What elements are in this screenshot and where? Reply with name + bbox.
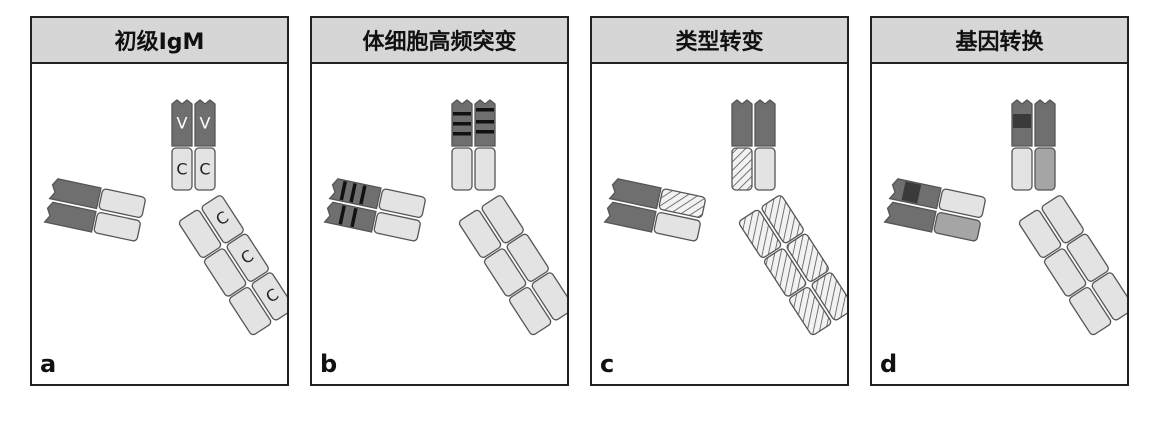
variable-domain-heavy xyxy=(731,99,753,147)
variable-domain-light xyxy=(883,201,937,233)
mutation-band xyxy=(350,207,358,228)
variable-domain-light xyxy=(754,99,776,147)
fc-domain-heavy-2 xyxy=(201,195,244,244)
fc-domain-heavy-1 xyxy=(1043,248,1087,297)
conversion-segment xyxy=(1013,114,1031,128)
fc-domain-heavy-1 xyxy=(203,248,247,297)
label-c: C xyxy=(199,160,210,179)
variable-domain-heavy xyxy=(48,178,102,210)
panel-title: 体细胞高频突变 xyxy=(312,18,567,64)
fc-domain-heavy-1 xyxy=(483,248,527,297)
fc-domain-heavy-2 xyxy=(1066,233,1109,282)
constant-domain-heavy xyxy=(938,188,986,218)
fc-stem xyxy=(1018,195,1127,336)
fc-domain-heavy-1 xyxy=(228,286,272,336)
mutation-band xyxy=(349,183,357,203)
fc-domain-heavy-1 xyxy=(1068,286,1112,336)
fc-stem xyxy=(458,195,567,336)
antibody-diagram-gene-conversion xyxy=(883,99,1127,336)
fc-domain-heavy-1 xyxy=(178,209,222,259)
fc-domain-heavy-2 xyxy=(226,233,269,282)
mutation-band xyxy=(453,112,471,116)
mutation-band xyxy=(476,108,494,112)
fc-domain-heavy-2 xyxy=(1091,272,1127,321)
variable-domain-light xyxy=(1034,99,1056,147)
fc-domain-heavy-2 xyxy=(251,272,287,321)
conversion-segment xyxy=(901,181,922,204)
constant-domain-light xyxy=(93,211,141,242)
mutation-band xyxy=(339,181,347,201)
panel-d: 基因转换 d xyxy=(870,16,1129,386)
panel-letter: a xyxy=(40,350,57,378)
variable-domain-light xyxy=(194,99,216,147)
antibody-diagram-class-switch xyxy=(603,99,847,336)
constant-domain-heavy xyxy=(731,147,753,191)
fc-domain-heavy-1 xyxy=(458,209,502,259)
mutation-band xyxy=(359,185,367,205)
constant-domain-heavy xyxy=(378,188,426,218)
fab-arm-left xyxy=(603,178,706,242)
fc-domain-heavy-2 xyxy=(506,233,549,282)
mutation-band xyxy=(476,120,494,124)
mutation-band xyxy=(453,122,471,126)
constant-domain-light xyxy=(933,211,981,242)
constant-domain-light xyxy=(373,211,421,242)
panel-title: 初级IgM xyxy=(32,18,287,64)
variable-domain-light xyxy=(43,201,97,233)
fc-domain-heavy-1 xyxy=(1018,209,1062,259)
constant-domain-heavy xyxy=(451,147,473,191)
panel-b: 体细胞高频突变 b xyxy=(310,16,569,386)
mutation-band xyxy=(338,205,346,225)
fab-arm-upper xyxy=(451,99,496,191)
label-v: V xyxy=(200,114,211,133)
fc-stem: CCC xyxy=(178,195,287,336)
constant-domain-heavy xyxy=(1011,147,1033,191)
variable-domain-heavy xyxy=(328,178,382,210)
panel-letter: c xyxy=(600,350,615,378)
variable-domain-heavy xyxy=(608,178,662,210)
variable-domain-heavy xyxy=(171,99,193,147)
constant-domain-light xyxy=(474,147,496,191)
fc-domain-heavy-1 xyxy=(508,286,552,336)
fab-arm-left xyxy=(883,178,986,242)
panel-title: 类型转变 xyxy=(592,18,847,64)
label-v: V xyxy=(177,114,188,133)
mutation-band xyxy=(453,132,471,136)
fab-arm-left xyxy=(43,178,146,242)
fc-domain-heavy-2 xyxy=(811,272,847,321)
fc-domain-heavy-2 xyxy=(531,272,567,321)
fc-domain-heavy-2 xyxy=(761,195,804,244)
antibody-diagram-hypermutation xyxy=(323,99,567,336)
variable-domain-light xyxy=(603,201,657,233)
constant-domain-light xyxy=(754,147,776,191)
fc-domain-heavy-1 xyxy=(788,286,832,336)
fab-arm-upper xyxy=(1011,99,1056,191)
fc-domain-heavy-2 xyxy=(481,195,524,244)
constant-domain-heavy xyxy=(98,188,146,218)
fc-stem xyxy=(738,195,847,336)
constant-domain-light xyxy=(1034,147,1056,191)
fc-domain-heavy-1 xyxy=(738,209,782,259)
constant-domain-light xyxy=(653,211,701,242)
constant-domain-heavy xyxy=(658,188,706,218)
fc-domain-heavy-2 xyxy=(1041,195,1084,244)
fab-arm-upper xyxy=(731,99,776,191)
fc-domain-heavy-1 xyxy=(763,248,807,297)
constant-domain-heavy xyxy=(171,147,193,191)
fab-arm-left xyxy=(323,178,426,242)
panel-letter: d xyxy=(880,350,898,378)
panel-letter: b xyxy=(320,350,338,378)
label-c: C xyxy=(176,160,187,179)
variable-domain-light xyxy=(323,201,377,233)
panel-title: 基因转换 xyxy=(872,18,1127,64)
fc-domain-heavy-2 xyxy=(786,233,829,282)
mutation-band xyxy=(476,130,494,134)
constant-domain-light xyxy=(194,147,216,191)
panel-c: 类型转变 c xyxy=(590,16,849,386)
